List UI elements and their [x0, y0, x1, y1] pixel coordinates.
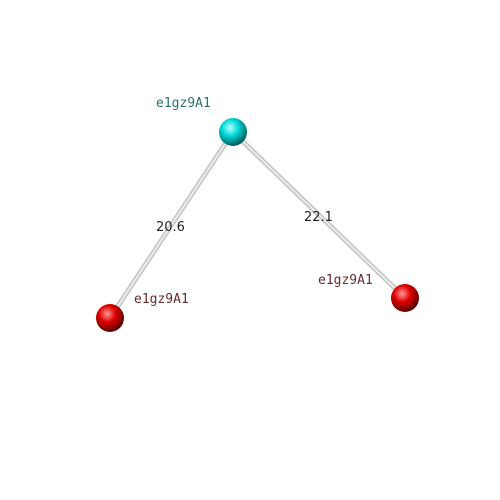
- node-sphere-red[interactable]: [96, 304, 124, 332]
- node-label: e1gz9A1: [318, 273, 373, 288]
- edge-label: 20.6: [156, 220, 185, 235]
- edge-n1-n3: 22.1: [230, 129, 408, 301]
- edge-line-highlight: [232, 131, 406, 299]
- node-n2[interactable]: e1gz9A1: [96, 292, 189, 332]
- node-sphere-red[interactable]: [391, 284, 419, 312]
- edge-n1-n2: 20.6: [107, 129, 236, 321]
- edge-label: 22.1: [304, 210, 333, 225]
- node-n3[interactable]: e1gz9A1: [318, 273, 419, 312]
- node-label: e1gz9A1: [156, 96, 211, 111]
- node-label: e1gz9A1: [134, 292, 189, 307]
- node-sphere-cyan[interactable]: [219, 118, 247, 146]
- edge-line-highlight: [109, 131, 234, 319]
- node-n1[interactable]: e1gz9A1: [156, 96, 247, 146]
